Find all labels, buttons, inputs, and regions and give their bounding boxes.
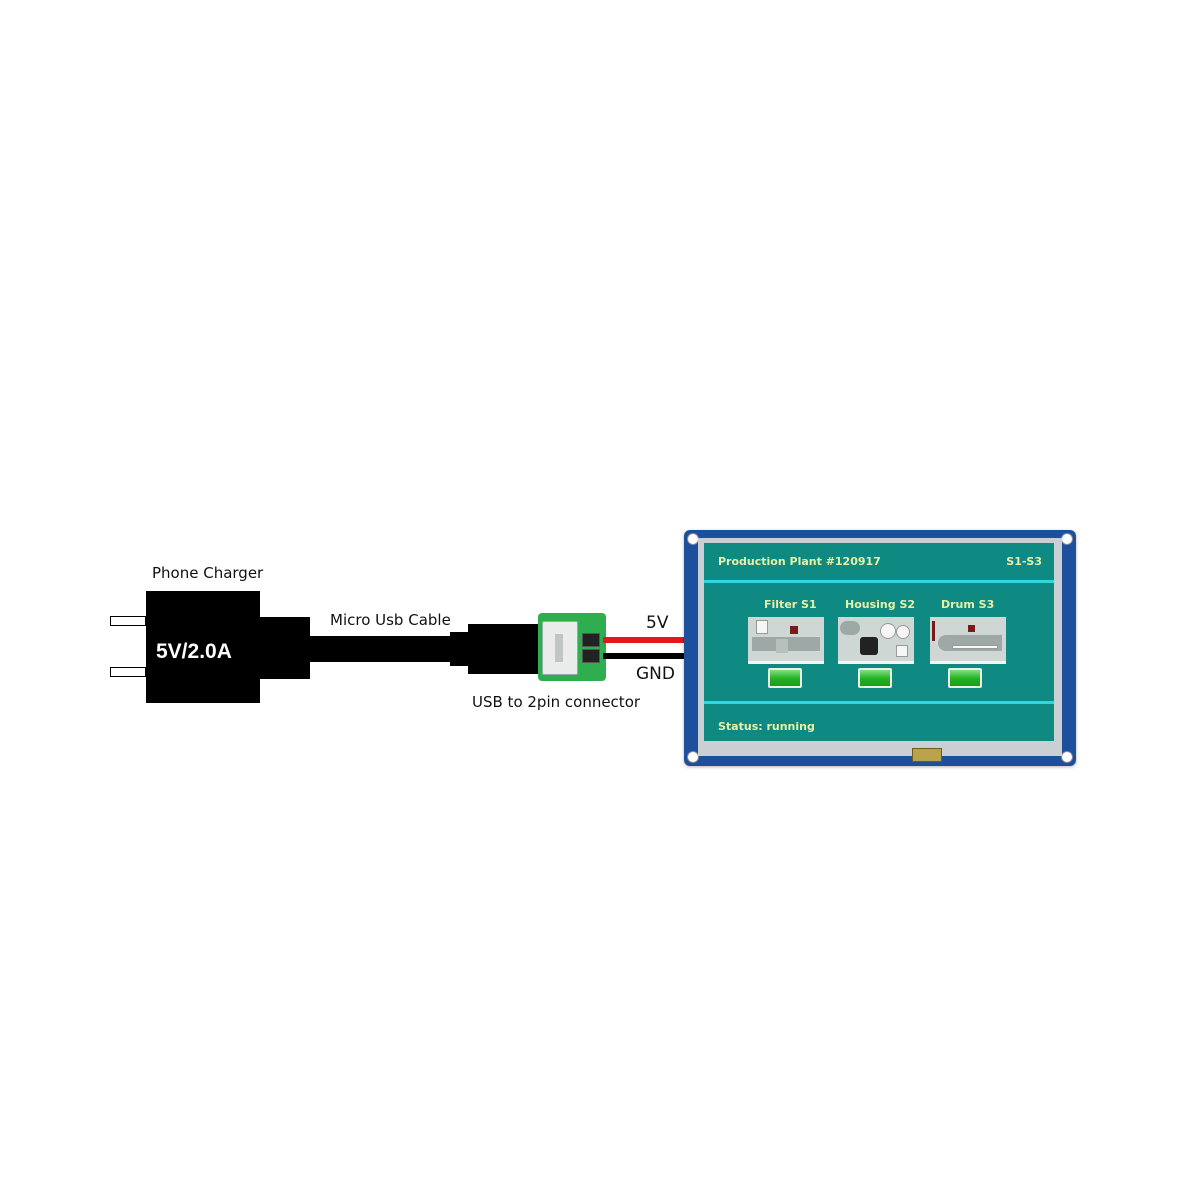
station-label-filter: Filter S1: [764, 598, 817, 611]
header-pin-gnd: [582, 649, 600, 663]
mount-hole: [687, 751, 699, 763]
mount-hole: [1061, 533, 1073, 545]
station-label-drum: Drum S3: [941, 598, 995, 611]
screen-title: Production Plant #120917: [718, 555, 881, 568]
micro-usb-plug: [468, 624, 540, 674]
hmi-display-board: Production Plant #120917 S1-S3 Filter S1…: [684, 530, 1076, 766]
wire-5v-label: 5V: [646, 613, 669, 633]
mount-hole: [1061, 751, 1073, 763]
footer-divider: [704, 701, 1054, 704]
screen-range: S1-S3: [1006, 555, 1042, 568]
usb-2pin-adapter-board: [538, 613, 606, 681]
charger-rating: 5V/2.0A: [156, 640, 232, 663]
micro-usb-cable: [308, 636, 453, 662]
charger-body: [146, 591, 260, 703]
hmi-screen: Production Plant #120917 S1-S3 Filter S1…: [704, 543, 1054, 741]
wire-5v: [603, 637, 687, 643]
charger-cable-strain-relief: [258, 617, 310, 679]
charger-label: Phone Charger: [152, 564, 264, 582]
drum-machine-icon: [930, 617, 1006, 664]
status-text: Status: running: [718, 720, 815, 733]
wire-gnd-label: GND: [636, 664, 675, 684]
micro-usb-port: [542, 621, 578, 675]
wire-gnd: [603, 653, 687, 659]
status-button-housing[interactable]: [858, 668, 892, 688]
status-button-drum[interactable]: [948, 668, 982, 688]
housing-machine-icon: [838, 617, 914, 664]
filter-machine-icon: [748, 617, 824, 664]
cable-boot: [450, 632, 472, 666]
cable-label: Micro Usb Cable: [330, 611, 451, 629]
ribbon-connector: [912, 748, 942, 762]
header-pin-5v: [582, 633, 600, 647]
station-label-housing: Housing S2: [845, 598, 916, 611]
plug-prong-bottom: [110, 667, 146, 677]
status-button-filter[interactable]: [768, 668, 802, 688]
header-divider: [704, 580, 1054, 583]
adapter-label: USB to 2pin connector: [472, 693, 641, 711]
phone-charger: 5V/2.0A: [110, 591, 310, 703]
plug-prong-top: [110, 616, 146, 626]
